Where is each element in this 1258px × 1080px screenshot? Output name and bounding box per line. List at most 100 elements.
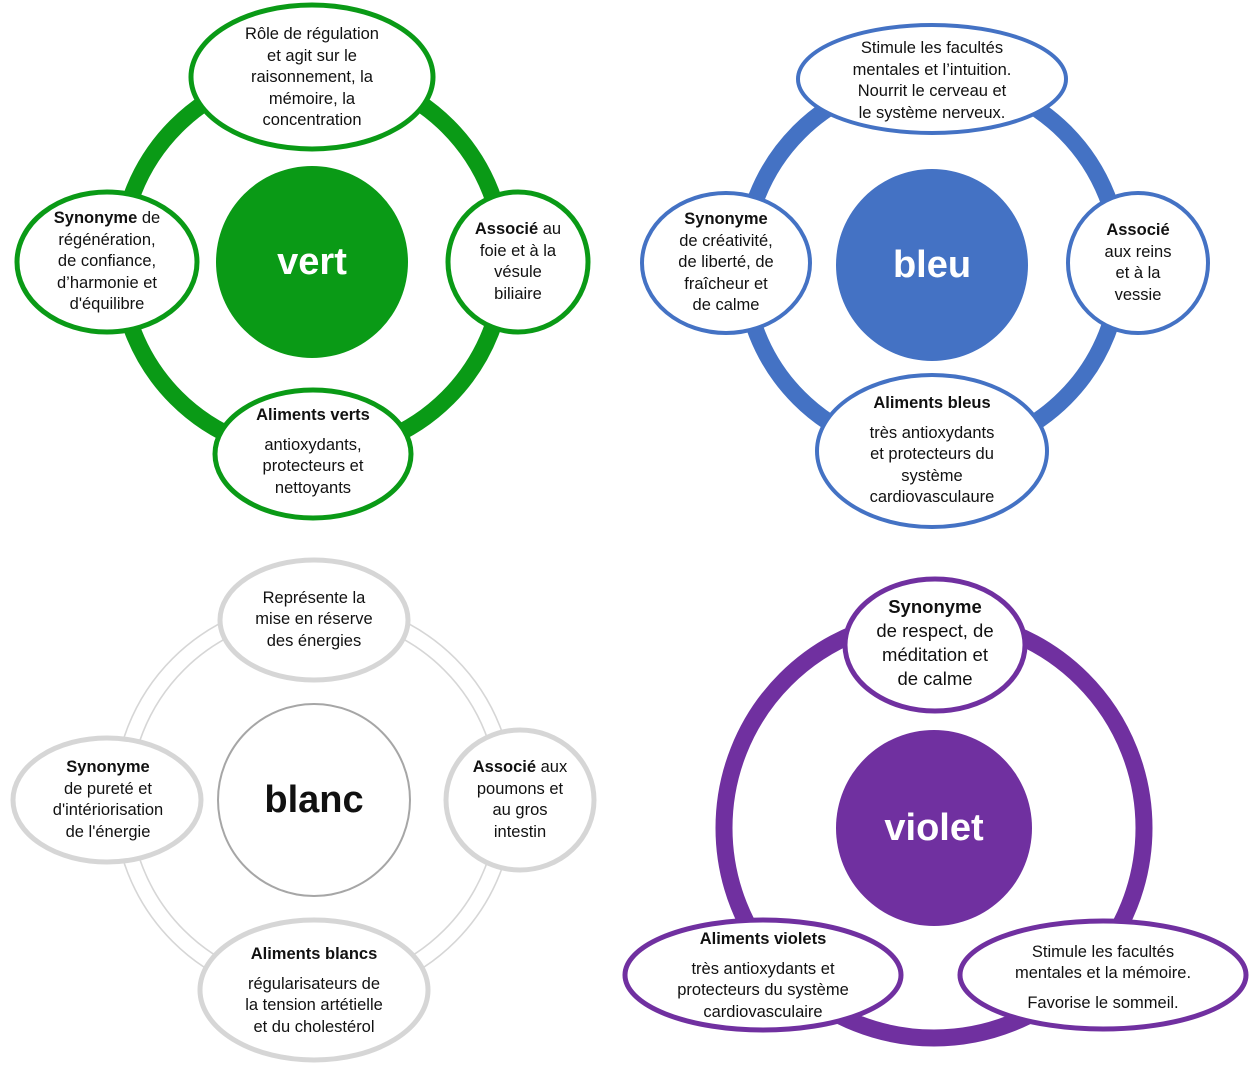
bleu-right-bubble-shape (1066, 191, 1210, 335)
bleu-bottom-line: cardiovasculaure (869, 488, 995, 507)
bleu-right-line: aux reins (1104, 242, 1172, 261)
violet-top-line: de respect, de (876, 620, 994, 641)
blanc-right-bubble-shape (443, 727, 597, 873)
vert-center-circle (216, 166, 408, 358)
vert-left-line: régénération, (58, 230, 156, 249)
violet-left-bubble: Aliments violets très antioxydants et pr… (646, 928, 880, 1024)
violet-center-circle (836, 730, 1032, 926)
bleu-top-bubble-shape (796, 23, 1068, 135)
vert-group (14, 2, 591, 521)
bleu-bottom-title: Aliments bleus (873, 394, 991, 413)
blanc-top-line: Représente la (262, 588, 366, 607)
violet-left-line: très antioxydants et (691, 959, 835, 978)
vert-top-line: et agit sur le (267, 46, 357, 65)
bleu-right-line: et à la (1115, 264, 1161, 282)
vert-right-title: Associé (474, 220, 539, 238)
bleu-right-title: Associé (1106, 221, 1170, 239)
violet-left-bubble-shape (622, 917, 904, 1033)
bleu-left-line: de calme (692, 296, 760, 315)
bleu-left-line: fraîcheur et (684, 274, 768, 293)
violet-center-label: violet (884, 806, 984, 849)
blanc-left-bubble-shape (10, 735, 204, 865)
vert-right-bubble-shape (445, 189, 591, 335)
blanc-bottom-bubble: Aliments blancs régularisateurs de la te… (210, 936, 418, 1046)
bleu-right-line: vessie (1114, 285, 1162, 304)
bleu-left-bubble-shape (640, 191, 812, 335)
vert-right-line: Associé au (475, 219, 561, 241)
bleu-center-circle (836, 169, 1028, 361)
vert-top-bubble-shape (188, 2, 436, 152)
bleu-bottom-bubble-shape (815, 373, 1049, 529)
vert-top-line: raisonnement, la (251, 68, 373, 87)
bleu-bottom-line: système (901, 466, 963, 485)
bleu-left-bubble: Synonyme de créativité, de liberté, de f… (652, 204, 800, 322)
blanc-bottom-line: et du cholestérol (253, 1017, 375, 1036)
violet-top-line: de calme (897, 668, 973, 689)
blanc-bottom-bubble-shape (197, 917, 431, 1063)
vert-top-bubble: Rôle de régulation et agit sur le raison… (196, 20, 428, 136)
vert-right-line: biliaire (494, 284, 542, 303)
violet-right-bubble-shape (957, 918, 1249, 1032)
violet-right-line: mentales et la mémoire. (1014, 964, 1192, 983)
vert-bottom-line: nettoyants (274, 478, 352, 497)
bleu-bottom-line: et protecteurs du (870, 445, 994, 464)
violet-right-extra: Favorise le sommeil. (1027, 993, 1179, 1012)
blanc-top-bubble-shape (217, 557, 411, 683)
vert-top-line: concentration (262, 111, 362, 130)
violet-left-title: Aliments violets (699, 930, 827, 948)
bleu-top-line: Nourrit le cerveau et (857, 82, 1007, 100)
blanc-right-title: Associé (472, 758, 537, 776)
vert-right-title-rest: au (538, 220, 562, 238)
violet-top-line: méditation et (882, 644, 988, 665)
vert-bottom-bubble: Aliments verts antioxydants, protecteurs… (224, 398, 402, 506)
blanc-top-line: mise en réserve (255, 610, 373, 629)
bleu-top-bubble: Stimule les facultés mentales et l’intui… (812, 36, 1052, 126)
blanc-left-line: de l'énergie (65, 822, 151, 841)
blanc-top-bubble: Représente la mise en réserve des énergi… (230, 580, 398, 660)
vert-left-line: de confiance, (57, 252, 157, 271)
bleu-bottom-bubble: Aliments bleus très antioxydants et prot… (832, 384, 1032, 518)
vert-left-line: d'équilibre (69, 295, 145, 314)
vert-left-title: Synonyme (53, 209, 138, 228)
vert-left-line: Synonyme de (54, 208, 160, 230)
vert-bottom-line: protecteurs et (262, 457, 364, 475)
vert-right-bubble: Associé au foie et à la vésule biliaire (458, 206, 578, 318)
vert-bottom-line: antioxydants, (264, 435, 362, 454)
violet-top-bubble: Synonyme de respect, de méditation et de… (856, 590, 1014, 696)
violet-left-line: protecteurs du système (677, 981, 849, 999)
blanc-right-title-rest: aux (536, 758, 568, 776)
vert-right-line: vésule (494, 263, 542, 281)
blanc-bottom-line: régularisateurs de (247, 974, 381, 993)
vert-left-bubble: Synonyme de régénération, de confiance, … (24, 200, 190, 324)
blanc-group (10, 557, 597, 1063)
blanc-bottom-line: la tension artétielle (245, 996, 383, 1014)
violet-top-title: Synonyme (888, 596, 982, 617)
violet-group (622, 576, 1249, 1047)
blanc-right-line: intestin (493, 822, 547, 841)
blanc-center-label: blanc (264, 778, 364, 821)
violet-right-bubble: Stimule les facultés mentales et la mémo… (978, 936, 1228, 1020)
bleu-bottom-line: très antioxydants (869, 423, 995, 442)
violet-top-bubble-shape (842, 576, 1028, 714)
blanc-right-line: poumons et (476, 779, 564, 798)
violet-right-line: Stimule les facultés (1031, 942, 1175, 961)
bleu-top-line: mentales et l’intuition. (852, 60, 1012, 79)
bleu-left-title: Synonyme (684, 210, 768, 229)
bleu-group (640, 23, 1210, 529)
bleu-center-label: bleu (892, 243, 972, 286)
bleu-left-line: de créativité, (679, 231, 773, 250)
bleu-right-bubble: Associé aux reins et à la vessie (1078, 208, 1198, 318)
bleu-top-line: le système nerveux. (858, 103, 1006, 122)
blanc-right-line: au gros (492, 801, 548, 819)
blanc-left-line: de pureté et (63, 779, 153, 798)
blanc-center-circle (217, 703, 411, 897)
vert-left-title-rest: de (137, 209, 161, 228)
vert-bottom-bubble-shape (212, 387, 414, 521)
blanc-right-line: Associé aux (473, 757, 567, 779)
vert-left-line: d’harmonie et (57, 273, 157, 292)
bleu-left-line: de liberté, de (678, 253, 774, 272)
vert-right-line: foie et à la (479, 241, 557, 260)
blanc-left-line: d'intériorisation (52, 801, 164, 819)
blanc-bottom-title: Aliments blancs (250, 945, 378, 963)
